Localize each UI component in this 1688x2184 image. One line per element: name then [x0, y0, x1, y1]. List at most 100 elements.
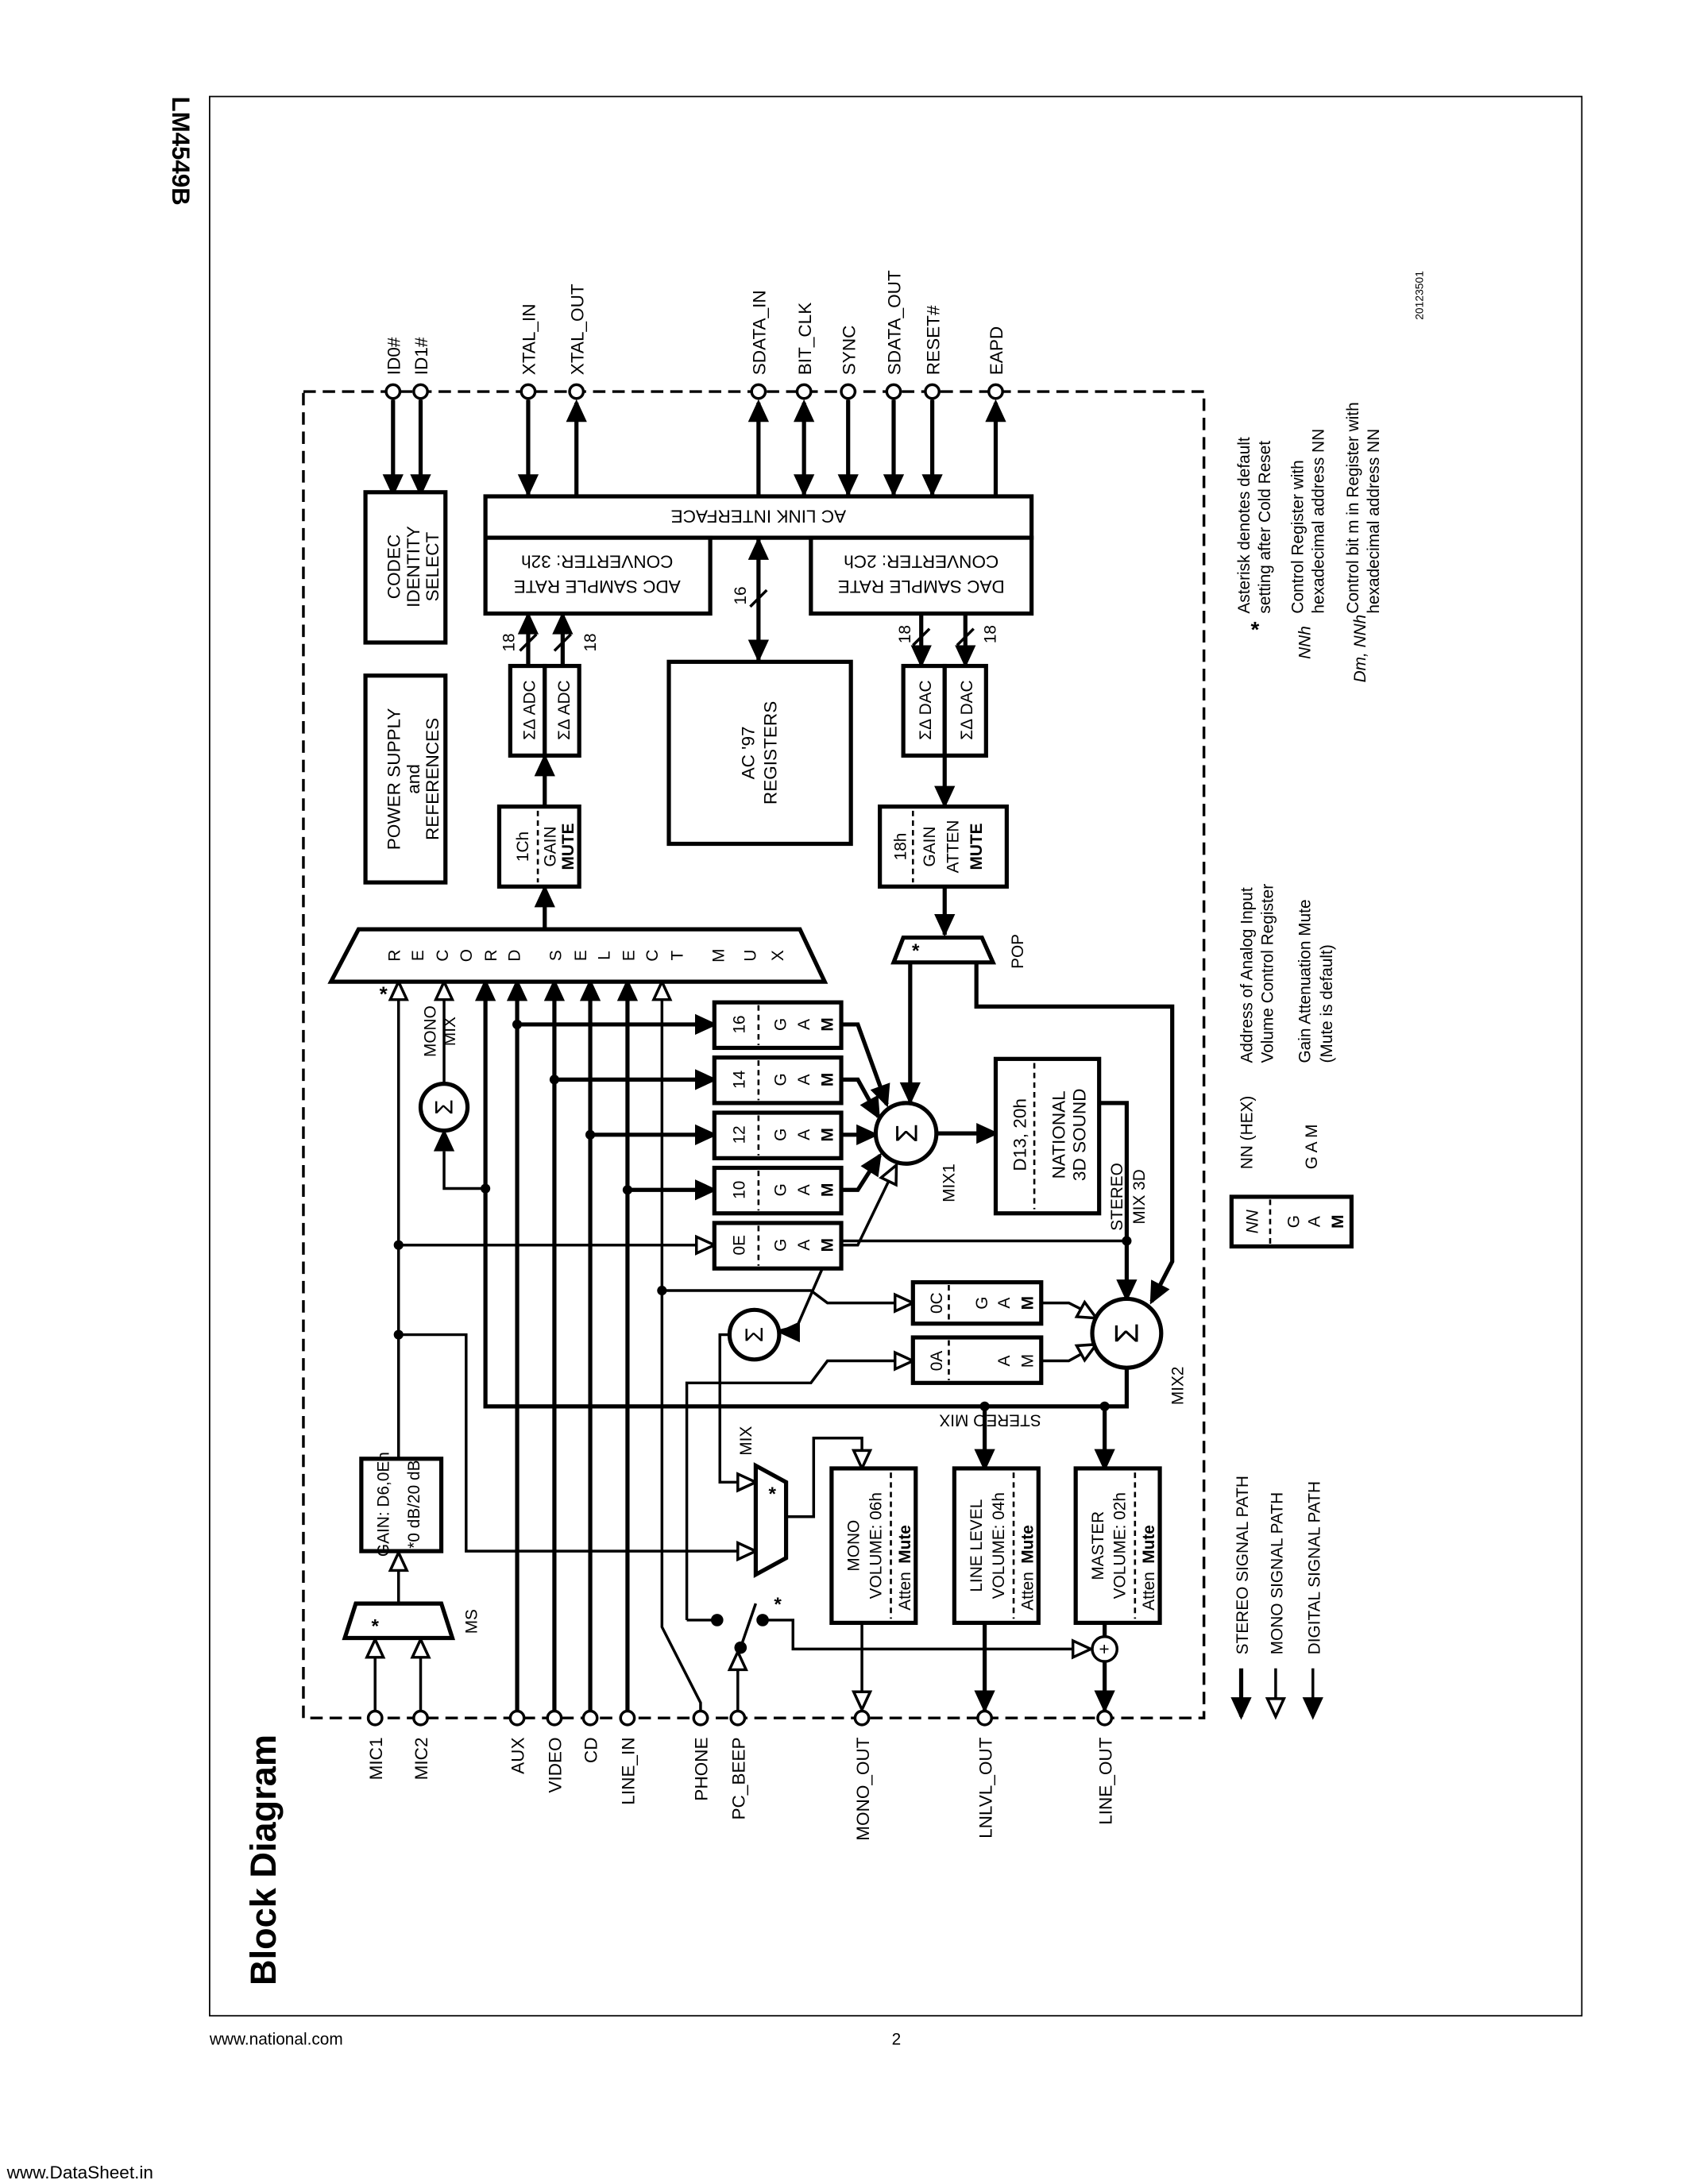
arrow-icon	[566, 399, 587, 423]
arrow-icon	[382, 474, 404, 497]
label: R	[482, 950, 500, 962]
pin-label: CD	[581, 1738, 601, 1764]
adder	[1091, 1635, 1118, 1663]
arrow-icon	[1302, 1697, 1323, 1720]
label: M	[819, 1238, 837, 1252]
wire	[442, 1151, 486, 1190]
switch-contact	[734, 1641, 747, 1654]
label: MASTER	[1089, 1511, 1107, 1580]
watermark: www.DataSheet.in	[6, 2163, 153, 2182]
arrow-icon	[695, 1013, 718, 1036]
mono-mix-summer	[418, 1081, 470, 1133]
label: G	[772, 1018, 790, 1031]
pin-terminal	[412, 383, 429, 400]
label: DAC SAMPLE RATE	[838, 577, 1005, 596]
wire	[483, 999, 1130, 1409]
pin-label: PHONE	[692, 1738, 712, 1801]
label: C	[643, 950, 662, 962]
adc-left	[508, 663, 547, 758]
mix1-summer	[873, 1101, 939, 1166]
pin-label: LINE_OUT	[1095, 1737, 1115, 1824]
label: CONVERTER: 32h	[521, 552, 673, 572]
junction-dot	[512, 1019, 523, 1030]
arrow-icon	[543, 978, 566, 1001]
arrow-icon	[506, 978, 528, 1001]
arrow-icon	[1071, 1638, 1095, 1660]
label: hexadecimal address NN	[1310, 429, 1328, 614]
label: NN (HEX)	[1238, 1096, 1256, 1170]
label: *	[380, 982, 388, 1005]
arrow-icon	[695, 1234, 718, 1256]
label: CODEC	[384, 534, 404, 599]
label: Atten	[896, 1572, 914, 1611]
mix2-summer	[1090, 1296, 1164, 1370]
figure-id: 20123501	[1413, 271, 1426, 320]
sigma-icon: Σ	[1107, 1323, 1145, 1344]
pin-label: VIDEO	[546, 1738, 566, 1793]
arrow-icon	[736, 1472, 759, 1493]
label: M	[819, 1073, 837, 1086]
pin-terminal	[729, 1709, 747, 1727]
arrow-icon	[747, 639, 769, 663]
label: MONO	[845, 1520, 863, 1572]
arrow-icon	[934, 914, 956, 937]
label: VOLUME: 04h	[990, 1492, 1008, 1599]
arrow-icon	[985, 399, 1006, 423]
label: G	[973, 1297, 991, 1310]
label: R	[385, 950, 404, 962]
pin-terminal	[619, 1709, 636, 1727]
label: M	[1329, 1215, 1347, 1229]
label: M	[819, 1128, 837, 1141]
label: Control bit m in Register with	[1344, 402, 1362, 613]
legend-label: MONO SIGNAL PATH	[1269, 1492, 1287, 1654]
mono-volume	[829, 1466, 918, 1626]
label: 0E	[730, 1235, 748, 1255]
national-3d-sound	[993, 1056, 1102, 1216]
label: 18	[981, 625, 999, 643]
arrow-icon	[974, 1449, 995, 1472]
label: LINE LEVEL	[968, 1499, 986, 1592]
arrow-icon	[552, 612, 574, 635]
label: M	[1018, 1296, 1037, 1310]
wire	[660, 999, 702, 1719]
label: ATTEN	[944, 820, 963, 874]
label: *	[768, 1484, 776, 1505]
arrow-icon	[934, 785, 956, 809]
label: MIX 3D	[1130, 1169, 1149, 1224]
switch-contact	[710, 1614, 724, 1626]
label: hexadecimal address NN	[1365, 429, 1383, 614]
label: 10	[730, 1181, 748, 1199]
pin-label: LINE_IN	[619, 1738, 639, 1805]
label: G	[772, 1239, 790, 1252]
label: G A M	[1303, 1125, 1321, 1170]
wire	[786, 1437, 863, 1518]
label: T	[668, 950, 686, 960]
arrow-icon	[1149, 1279, 1170, 1305]
label: (Mute is default)	[1318, 944, 1336, 1063]
arrow-icon	[1094, 1449, 1115, 1472]
junction-dot	[481, 1183, 491, 1194]
pin-terminal	[692, 1709, 709, 1727]
junction-dot	[979, 1401, 990, 1411]
arrow-icon	[517, 612, 539, 635]
label: M	[819, 1183, 837, 1197]
label: 0A	[928, 1351, 946, 1372]
legend-label: STEREO SIGNAL PATH	[1234, 1476, 1252, 1654]
label: MS	[463, 1609, 481, 1634]
arrow-icon	[899, 1082, 921, 1106]
label: 18	[896, 625, 914, 643]
pin-terminal	[924, 383, 941, 400]
label: Control Register with	[1289, 460, 1308, 613]
label: ΣΔ DAC	[917, 680, 935, 739]
label: *	[774, 1594, 782, 1615]
label: Gain Attenuation Mute	[1296, 899, 1314, 1063]
label: X	[769, 950, 787, 961]
wire	[662, 1289, 914, 1305]
mic-select-mux	[342, 1601, 456, 1641]
label: A	[795, 1240, 813, 1251]
pop-mux	[890, 935, 997, 965]
adc-gain-1ch	[496, 805, 581, 889]
arrow-icon	[616, 978, 639, 1001]
label: A	[795, 1129, 813, 1140]
